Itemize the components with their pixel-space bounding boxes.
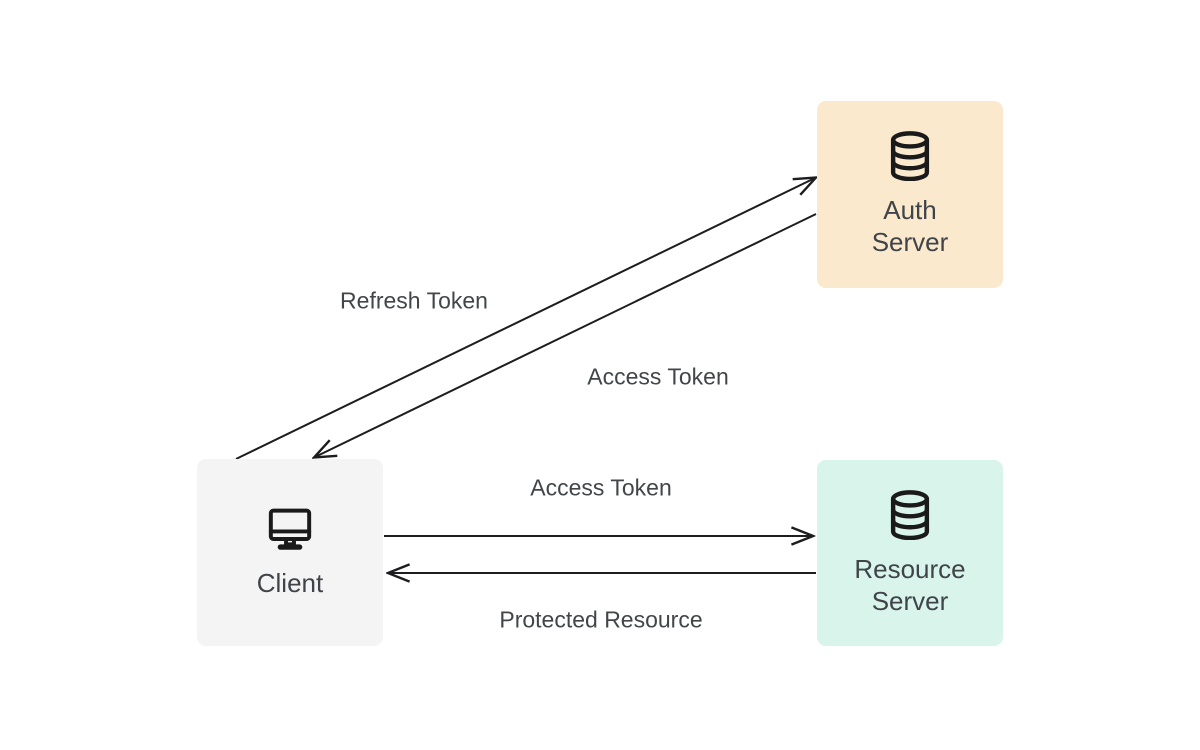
refresh-token-label: Refresh Token (340, 287, 488, 314)
protected-resource-label: Protected Resource (499, 606, 703, 633)
refresh-token-arrow (235, 178, 815, 460)
resource-server-label: Resource Server (854, 553, 966, 616)
auth-server-label: Auth Server (871, 195, 949, 257)
auth-server-node: Auth Server (817, 101, 1003, 288)
database-icon (887, 131, 933, 181)
monitor-icon (265, 506, 315, 554)
access-token-from-auth-arrow (315, 213, 817, 457)
access-token-to-resource-label: Access Token (530, 474, 672, 501)
client-label: Client (256, 568, 324, 598)
access-token-from-auth-label: Access Token (587, 363, 729, 390)
resource-server-node: Resource Server (817, 460, 1003, 646)
database-icon (887, 489, 933, 540)
client-node: Client (197, 459, 383, 646)
